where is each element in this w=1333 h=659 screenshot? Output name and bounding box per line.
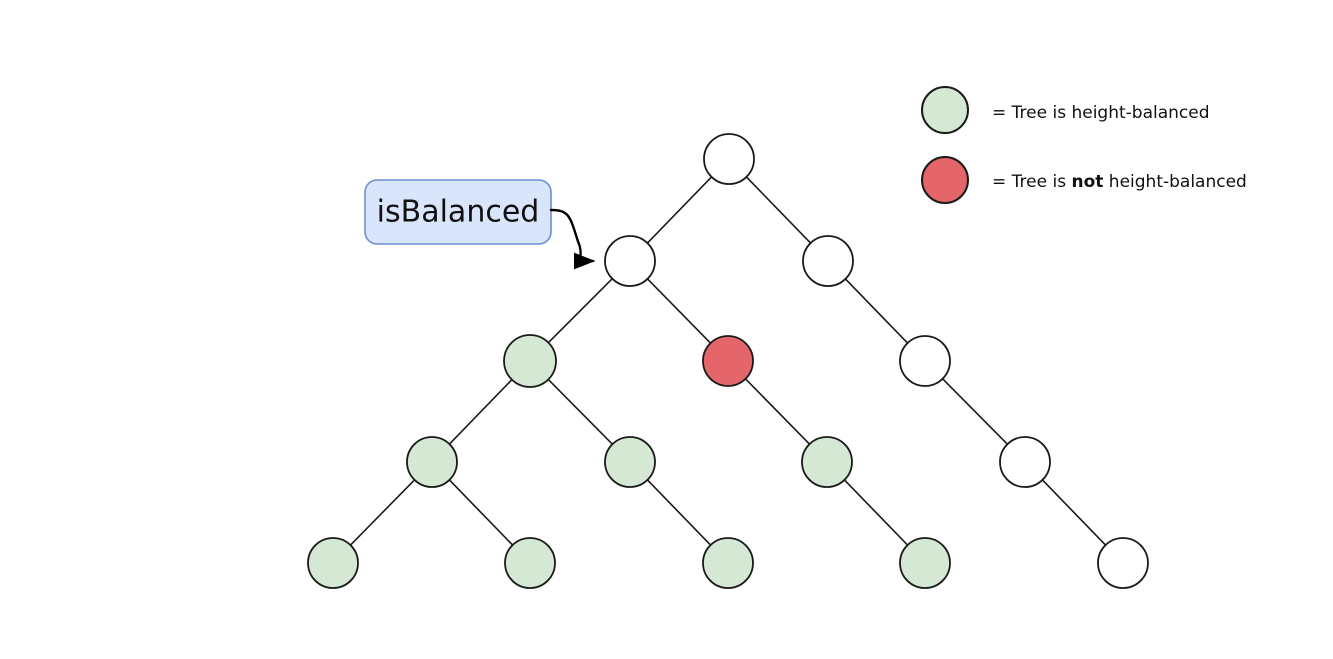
tree-edge-RRR-RRRR [1040, 478, 1108, 547]
tree-leaf-1[interactable] [307, 537, 359, 589]
tree-edge-LL-LLR [546, 377, 614, 446]
callout-group: isBalanced [364, 179, 596, 270]
tree-edges [349, 175, 1108, 547]
callout-arrow [549, 208, 596, 270]
tree-edge-L-LL [546, 277, 614, 345]
legend-label-2: = Tree is not height-balanced [992, 172, 1247, 192]
tree-node-right-right-right[interactable] [999, 436, 1051, 488]
legend-label-1: = Tree is height-balanced [992, 103, 1210, 123]
tree-node-right-right[interactable] [899, 335, 951, 387]
tree-edge-LLR-LLRR [645, 478, 713, 547]
tree-edge-root-L [645, 175, 714, 245]
tree-node-left-left-right[interactable] [604, 436, 656, 488]
tree-nodes [307, 133, 1149, 589]
legend-swatch-unbalanced [921, 156, 969, 204]
tree-node-root[interactable] [703, 133, 755, 185]
tree-edge-LLL-LLLL [349, 478, 416, 547]
tree-edge-root-R [744, 175, 813, 245]
legend-swatch-balanced [921, 86, 969, 134]
tree-node-right[interactable] [802, 235, 854, 287]
tree-edge-LL-LLL [447, 378, 514, 446]
legend-group: = Tree is height-balanced = Tree is not h… [921, 86, 1247, 204]
tree-node-left-right[interactable] [702, 335, 754, 387]
callout-box[interactable] [364, 179, 552, 245]
tree-edge-LRR-LRRR [842, 478, 910, 547]
tree-leaf-2[interactable] [504, 537, 556, 589]
tree-leaf-4[interactable] [899, 537, 951, 589]
callout-label: isBalanced [377, 195, 540, 230]
tree-leaf-5[interactable] [1097, 537, 1149, 589]
tree-leaf-3[interactable] [702, 537, 754, 589]
tree-node-left-left-left[interactable] [406, 436, 458, 488]
tree-edge-LR-LRR [743, 377, 812, 446]
tree-node-left-left[interactable] [503, 334, 557, 388]
tree-node-left-right-right[interactable] [801, 436, 853, 488]
tree-node-isbalanced-target[interactable] [604, 235, 656, 287]
tree-edge-L-LR [645, 277, 713, 345]
tree-edge-RR-RRR [941, 377, 1009, 446]
tree-edge-LLL-LLLR [447, 478, 515, 547]
tree-edge-R-RR [843, 277, 910, 345]
